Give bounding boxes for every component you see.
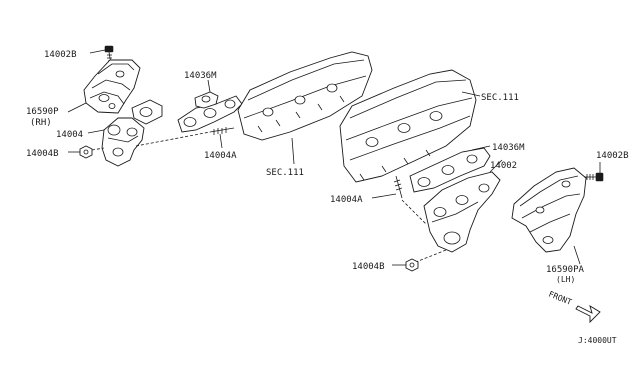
label-nut-rh: 14004B	[26, 149, 59, 159]
label-bolt-rh: 14002B	[44, 50, 77, 60]
exhaust-manifold-rh[interactable]	[101, 117, 145, 167]
gasket-lh[interactable]	[409, 147, 491, 193]
label-stud-lh: 14004A	[330, 195, 363, 205]
label-gasket-rh: 14036M	[184, 71, 217, 81]
label-heat-insulator-rh-side: (RH)	[30, 118, 52, 128]
label-heat-insulator-lh-side: (LH)	[556, 275, 575, 284]
stud-lh[interactable]	[393, 175, 403, 199]
label-gasket-lh: 14036M	[492, 143, 525, 153]
stud-rh[interactable]	[209, 127, 235, 135]
label-heat-insulator-lh: 16590PA	[546, 265, 585, 275]
cylinder-head-lh[interactable]	[339, 69, 477, 183]
label-section-lh: SEC.111	[481, 93, 519, 103]
label-manifold-lh: 14002	[490, 161, 517, 171]
nut-rh[interactable]	[79, 145, 93, 159]
bolt-lh[interactable]	[584, 172, 604, 182]
gasket-rh[interactable]	[177, 91, 243, 133]
label-section-rh: SEC.111	[266, 168, 304, 178]
label-front: FRONT	[547, 290, 573, 307]
label-manifold-rh: 14004	[56, 130, 83, 140]
exhaust-manifold-lh[interactable]	[423, 171, 501, 253]
bolt-rh[interactable]	[104, 45, 114, 65]
front-arrow-icon	[575, 305, 601, 324]
heat-insulator-lh[interactable]	[511, 167, 587, 253]
label-nut-lh: 14004B	[352, 262, 385, 272]
cylinder-head-rh[interactable]	[237, 51, 373, 141]
label-bolt-lh: 14002B	[596, 151, 629, 161]
gasket-rh-small[interactable]	[131, 99, 163, 125]
label-stud-rh: 14004A	[204, 151, 237, 161]
diagram-code: J:4000UT	[578, 336, 617, 345]
nut-lh[interactable]	[405, 258, 419, 272]
label-heat-insulator-rh: 16590P	[26, 107, 59, 117]
heat-insulator-rh[interactable]	[83, 59, 141, 114]
